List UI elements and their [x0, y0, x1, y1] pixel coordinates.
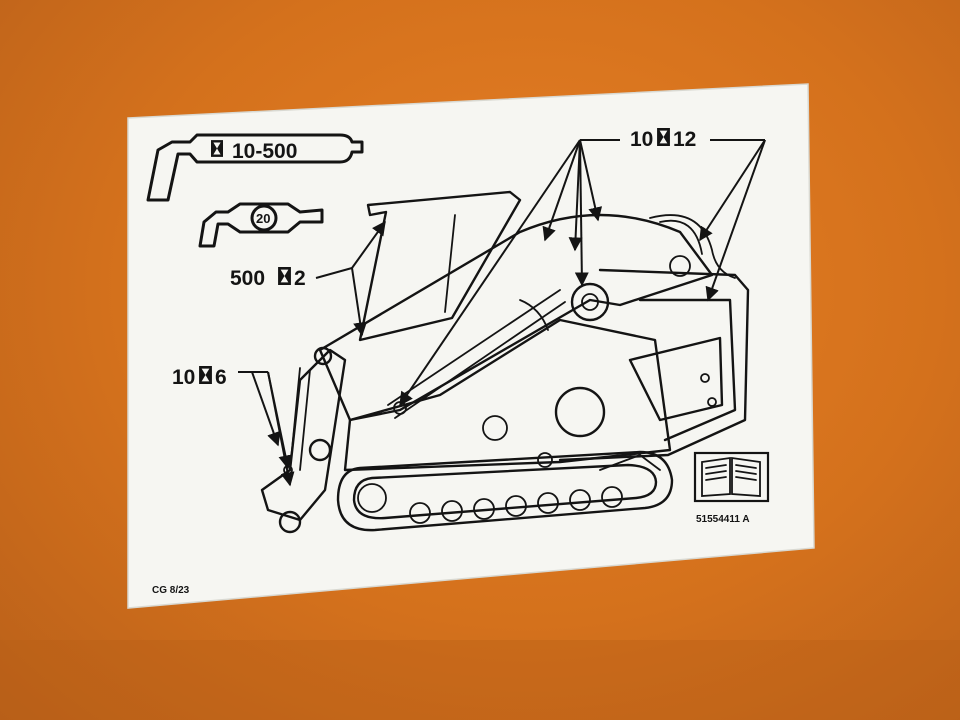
manual-book-icon [693, 451, 770, 503]
hourglass-icon [657, 128, 670, 146]
callout-top-right-suffix: 12 [673, 128, 696, 151]
callout-top-right-value: 10 [630, 128, 653, 151]
hourglass-icon [211, 140, 223, 157]
sticker [127, 83, 815, 609]
panel-shadow [0, 640, 960, 720]
callout-bucket-suffix: 6 [215, 366, 227, 389]
grease-interval-label: 10-500 [232, 140, 297, 163]
oil-can-icon [198, 202, 324, 248]
hourglass-icon [199, 366, 212, 384]
grease-gun-icon [146, 133, 364, 202]
callout-cab-value: 500 [230, 267, 265, 290]
callout-bucket-value: 10 [172, 366, 195, 389]
callout-cab-suffix: 2 [294, 267, 306, 290]
oil-can-value: 20 [256, 211, 270, 226]
compact-track-loader-drawing [260, 190, 750, 534]
hourglass-icon [278, 267, 291, 285]
part-number: 51554411 A [696, 514, 750, 525]
date-code: CG 8/23 [152, 585, 190, 596]
